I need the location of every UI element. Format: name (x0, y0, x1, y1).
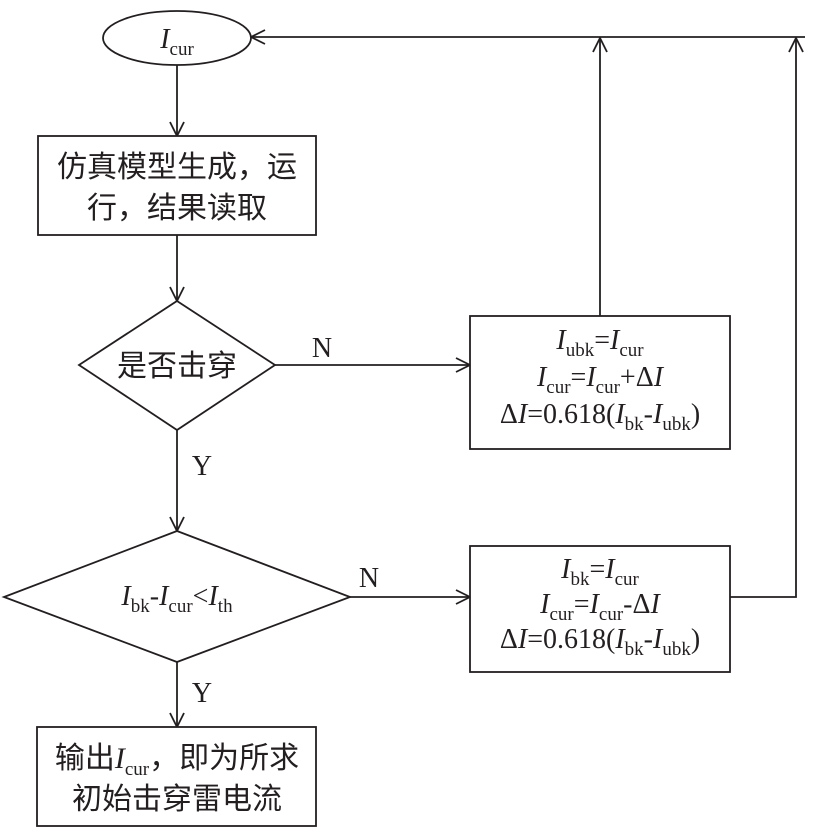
edge-label-n1: N (312, 333, 332, 364)
box-n2-line-2: Icur=Icur-ΔI (539, 589, 661, 625)
box-n1-line-2: Icur=Icur+ΔI (536, 362, 665, 398)
edge-label-n2: N (359, 563, 379, 594)
box-n1-line-1: Iubk=Icur (555, 325, 644, 361)
start-ellipse (102, 10, 252, 66)
start-node: Icur (102, 10, 252, 66)
process-box: 仿真模型生成，运 行，结果读取 (37, 135, 317, 236)
process-line-2: 行，结果读取 (87, 191, 267, 226)
process-line-1: 仿真模型生成，运 (57, 150, 297, 185)
box-n2-line-1: Ibk=Icur (560, 554, 639, 590)
box-n2-line-3: ΔI=0.618(Ibk-Iubk) (500, 624, 700, 660)
output-line-2: 初始击穿雷电流 (72, 782, 282, 817)
update-box-n2-rect (469, 545, 731, 673)
connectors (177, 37, 805, 727)
process-rect (37, 135, 317, 236)
arrow-box-n2-loop-up (730, 38, 796, 598)
decision-2: Ibk-Icur<Ith (1, 530, 353, 663)
start-label: Icur (159, 24, 194, 60)
output-rect (36, 726, 317, 827)
decision-2-diamond (1, 530, 353, 663)
output-line-1: 输出Icur，即为所求 (55, 741, 299, 780)
update-box-n1: Iubk=Icur Icur=Icur+ΔI ΔI=0.618(Ibk-Iubk… (469, 315, 731, 450)
update-box-n2: Ibk=Icur Icur=Icur-ΔI ΔI=0.618(Ibk-Iubk) (469, 545, 731, 673)
decision-1-diamond (77, 299, 277, 432)
edge-label-y1: Y (192, 451, 212, 482)
box-n1-line-3: ΔI=0.618(Ibk-Iubk) (500, 399, 700, 435)
decision-2-label: Ibk-Icur<Ith (120, 581, 233, 617)
decision-1-label: 是否击穿 (117, 349, 237, 384)
output-box: 输出Icur，即为所求 初始击穿雷电流 (36, 726, 317, 827)
decision-1: 是否击穿 (77, 299, 277, 432)
update-box-n1-rect (469, 315, 731, 450)
edge-label-y2: Y (192, 678, 212, 709)
